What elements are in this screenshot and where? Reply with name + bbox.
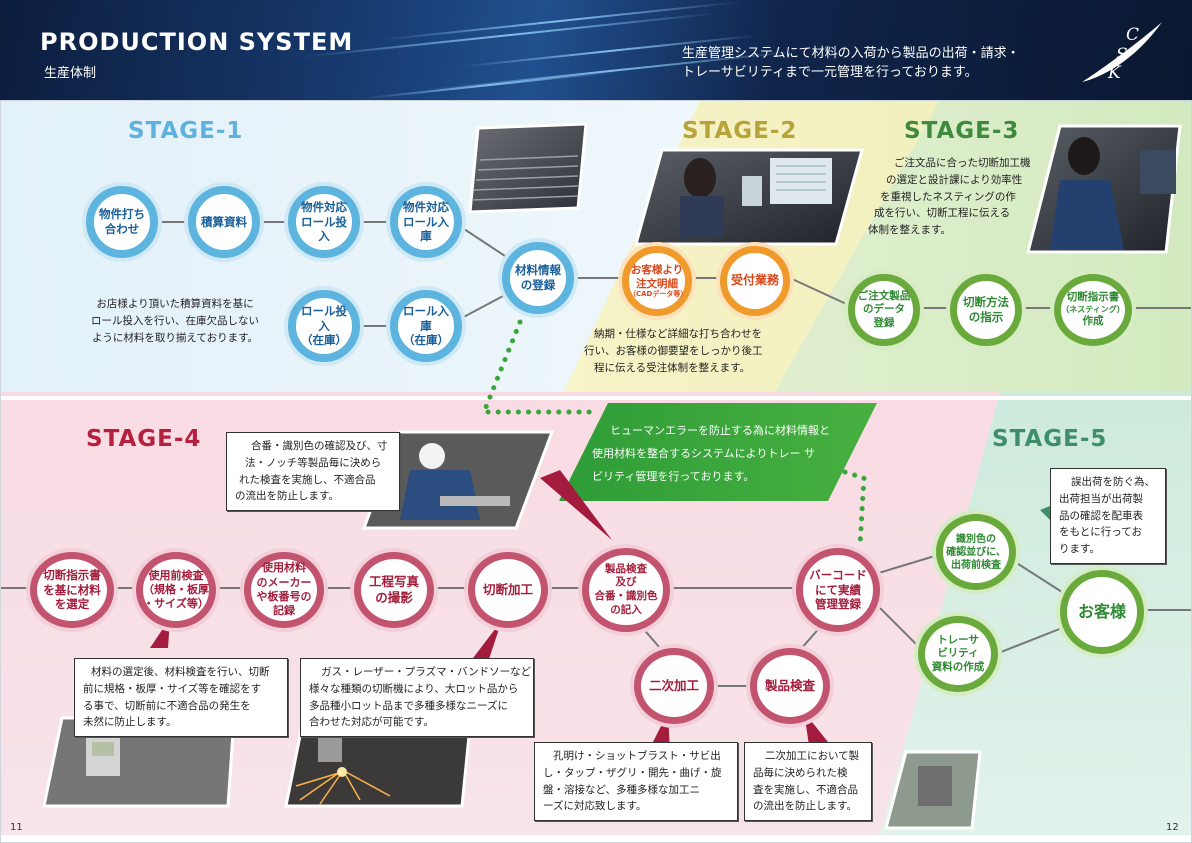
callout-product-inspection: 二次加工において製 品毎に決められた検 査を実施し、不適合品 の流出を防止します…: [744, 742, 872, 822]
logo-letter-s: S: [1116, 45, 1128, 65]
node-project-roll-receipt: 物件対応 ロール入庫: [390, 186, 462, 258]
photo-office-stage2: [634, 148, 864, 246]
photo-product-check: [884, 750, 982, 830]
logo-letter-k: K: [1107, 63, 1122, 83]
stage3-description: ご注文品に合った切断加工機 の選定と設計課により効率性 を重視したネスティングの…: [868, 157, 1031, 237]
photo-steel-stack: [468, 122, 588, 214]
stage1-heading: STAGE-1: [128, 118, 244, 144]
photo-office-stage3: [1026, 124, 1182, 254]
callout-shipping: 誤出荷を防ぐ為、 出荷担当が出荷製 品の確認を配車表 をもとに行ってお ります。: [1050, 468, 1166, 564]
node-order-reception: 受付業務: [720, 246, 790, 316]
logo-letter-c: C: [1126, 25, 1139, 45]
node-product-inspection: 製品検査: [750, 648, 830, 724]
callout-cutting: ガス・レーザー・プラズマ・バンドソーなど 様々な種類の切断機により、大ロット品か…: [300, 658, 534, 738]
photo-laser-cutting: [284, 724, 472, 808]
node-material-info-registration: 材料情報 の登録: [502, 242, 574, 314]
node-shipping-inspection: 識別色の 確認並びに、 出荷前検査: [936, 514, 1016, 590]
banner-text: ヒューマンエラーを防止する為に材料情報と 使用材料を整合するシステムによりトレー…: [592, 424, 830, 484]
node-roll-input-stock: ロール投入 （在庫）: [288, 290, 360, 362]
csk-logo: C S K: [1082, 22, 1162, 83]
node-traceability-docs: トレーサ ビリティ 資料の作成: [918, 616, 998, 692]
node-order-data-registration: ご注文製品 のデータ 登録: [848, 274, 920, 346]
node-barcode-registration: バーコード にて実績 管理登録: [796, 548, 880, 632]
stage2-description: 納期・仕様など詳細な打ち合わせを行い、お客様の御要望をしっかり後工程に伝える受注…: [584, 328, 763, 374]
page-header: PRODUCTION SYSTEM 生産体制 生産管理システムにて材料の入荷から…: [0, 0, 1192, 100]
banner-shape: [559, 403, 877, 501]
callout-secondary-processing: 孔明け・ショットブラスト・サビ出 し・タップ・ザグリ・開先・曲げ・旋 盤・溶接な…: [534, 742, 738, 822]
callout-inspection: 合番・識別色の確認及び、寸 法・ノッチ等製品毎に決めら れた検査を実施し、不適合…: [226, 432, 400, 512]
node-secondary-processing: 二次加工: [634, 648, 714, 724]
node-product-inspection-marking: 製品検査 及び 合番・識別色 の記入: [582, 548, 670, 632]
stage2-heading: STAGE-2: [682, 118, 798, 144]
node-project-roll-input: 物件対応 ロール投入: [288, 186, 360, 258]
node-cutting-instruction-creation: 切断指示書（ネスティング）作成: [1054, 274, 1132, 346]
header-description-line2: トレーサビリティまで一元管理を行っております。: [682, 65, 978, 80]
stage1-description: お店様より頂いた積算資料を基にロール投入を行い、在庫欠品しないように材料を取り揃…: [91, 298, 259, 344]
header-description-line1: 生産管理システムにて材料の入荷から製品の出荷・請求・: [682, 46, 1020, 61]
node-customer-order-details: お客様より 注文明細（CADデータ等）: [622, 246, 692, 316]
node-estimate-docs: 積算資料: [188, 186, 260, 258]
page-title: PRODUCTION SYSTEM: [40, 28, 354, 56]
node-customer: お客様: [1060, 570, 1144, 654]
page-subtitle: 生産体制: [44, 66, 97, 81]
page-number-right: 12: [1166, 822, 1179, 833]
page-number-left: 11: [10, 822, 23, 833]
node-pre-use-inspection: 使用前検査（規格・板厚 ・サイズ等）: [136, 552, 216, 628]
stage5-heading: STAGE-5: [992, 426, 1108, 452]
stage3-heading: STAGE-3: [904, 118, 1020, 144]
node-cutting-process: 切断加工: [468, 552, 548, 628]
node-cutting-method-instruction: 切断方法 の指示: [950, 274, 1022, 346]
node-roll-receipt-stock: ロール入庫 （在庫）: [390, 290, 462, 362]
node-process-photo: 工程写真 の撮影: [354, 552, 434, 628]
node-material-maker-record: 使用材料 のメーカー や板番号の 記録: [244, 552, 324, 628]
node-project-meeting: 物件打ち 合わせ: [86, 186, 158, 258]
stage4-heading: STAGE-4: [86, 426, 202, 452]
photo-inspection: [361, 430, 555, 530]
callout-material-inspection: 材料の選定後、材料検査を行い、切断 前に規格・板厚・サイズ等を確認をす る事で、…: [74, 658, 288, 738]
node-material-selection: 切断指示書 を基に材料 を選定: [30, 552, 114, 628]
